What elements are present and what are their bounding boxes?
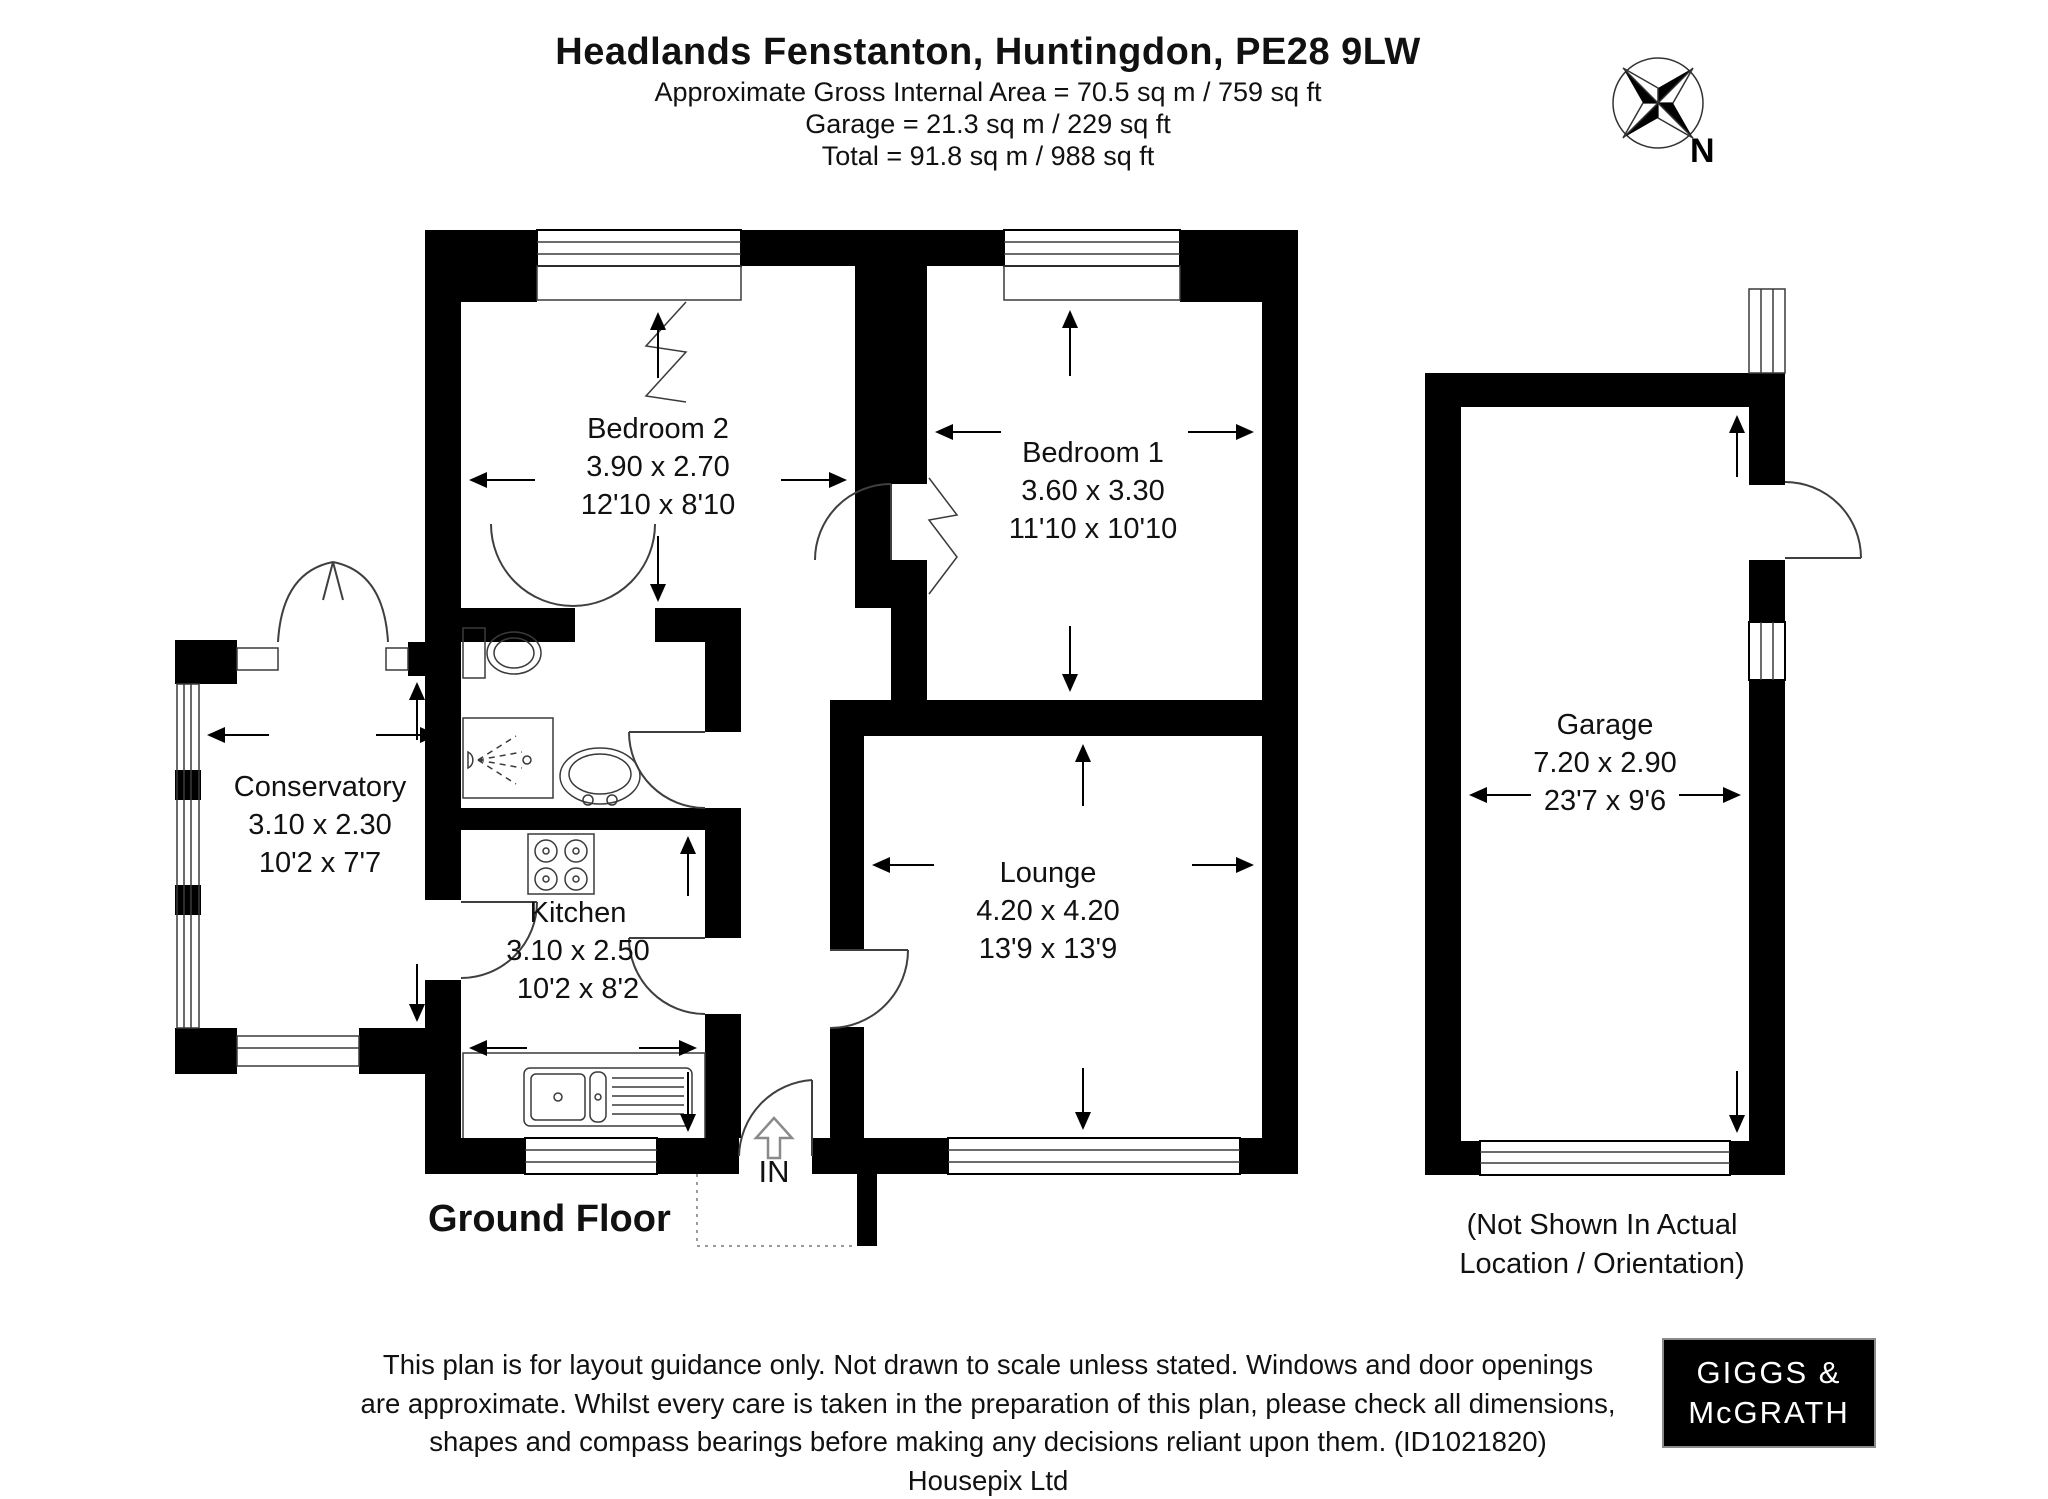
room-label-kitchen: Kitchen 3.10 x 2.50 10'2 x 8'2 — [506, 894, 650, 1008]
entrance-label: IN — [758, 1154, 790, 1189]
room-label-lounge: Lounge 4.20 x 4.20 13'9 x 13'9 — [976, 854, 1120, 968]
room-metric-size: 7.20 x 2.90 — [1533, 747, 1677, 779]
disclaimer-line1: This plan is for layout guidance only. N… — [382, 1349, 1594, 1380]
room-imperial-size: 23'7 x 9'6 — [1543, 785, 1667, 817]
room-metric-size: 3.10 x 2.30 — [248, 809, 392, 841]
garage-structure — [1425, 288, 1862, 1176]
compass: N — [1612, 57, 1715, 170]
room-metric-size: 3.90 x 2.70 — [586, 451, 730, 483]
room-label-bedroom2: Bedroom 2 3.90 x 2.70 12'10 x 8'10 — [581, 410, 736, 524]
disclaimer-line2: are approximate. Whilst every care is ta… — [360, 1387, 1616, 1419]
room-name: Bedroom 1 — [1022, 437, 1164, 469]
area-line-3: Total = 91.8 sq m / 988 sq ft — [821, 141, 1155, 171]
house-windows — [524, 229, 1241, 1175]
entrance-arrow-icon — [753, 1116, 795, 1160]
shower-fixture — [462, 717, 554, 799]
hob-fixture — [527, 833, 595, 895]
credit: Housepix Ltd — [907, 1464, 1069, 1496]
garage-note: (Not Shown In Actual Location / Orientat… — [1459, 1206, 1744, 1284]
area-line-1: Approximate Gross Internal Area = 70.5 s… — [654, 77, 1322, 107]
garage-note-line1: (Not Shown In Actual — [1466, 1209, 1738, 1241]
room-name: Lounge — [999, 857, 1097, 889]
floor-label: Ground Floor — [428, 1198, 671, 1240]
area-line-2: Garage = 21.3 sq m / 229 sq ft — [805, 109, 1171, 139]
disclaimer-line3: shapes and compass bearings before makin… — [429, 1426, 1547, 1457]
room-imperial-size: 10'2 x 8'2 — [516, 973, 640, 1005]
sink-fixture — [462, 1052, 706, 1138]
agency-logo-line2: McGRATH — [1688, 1395, 1850, 1430]
dimension-arrows — [207, 310, 1745, 1133]
room-imperial-size: 13'9 x 13'9 — [978, 933, 1118, 965]
room-metric-size: 3.10 x 2.50 — [506, 935, 650, 967]
basin-fixture — [559, 747, 641, 806]
room-label-garage: Garage 7.20 x 2.90 23'7 x 9'6 — [1533, 706, 1677, 820]
room-label-bedroom1: Bedroom 1 3.60 x 3.30 11'10 x 10'10 — [1009, 434, 1178, 548]
agency-logo-line1: GIGGS & — [1696, 1355, 1842, 1390]
room-name: Kitchen — [529, 897, 627, 929]
room-metric-size: 3.60 x 3.30 — [1021, 475, 1165, 507]
room-metric-size: 4.20 x 4.20 — [976, 895, 1120, 927]
conservatory-structure — [175, 561, 461, 1074]
room-name: Garage — [1556, 709, 1654, 741]
house-walls — [425, 230, 1298, 1246]
room-imperial-size: 11'10 x 10'10 — [1008, 513, 1178, 545]
room-imperial-size: 10'2 x 7'7 — [258, 847, 382, 879]
plan-header: Headlands Fenstanton, Huntingdon, PE28 9… — [555, 28, 1421, 172]
disclaimer: This plan is for layout guidance only. N… — [361, 1346, 1616, 1499]
porch-outline — [696, 1174, 857, 1247]
room-label-conservatory: Conservatory 3.10 x 2.30 10'2 x 7'7 — [234, 768, 406, 882]
room-name: Conservatory — [233, 771, 407, 803]
toilet-fixture — [462, 627, 542, 679]
door-arcs — [460, 301, 959, 1157]
room-imperial-size: 12'10 x 8'10 — [580, 489, 736, 521]
room-name: Bedroom 2 — [587, 413, 729, 445]
compass-north-label: N — [1690, 132, 1715, 170]
agency-logo: GIGGS & McGRATH — [1662, 1338, 1876, 1448]
garage-note-line2: Location / Orientation) — [1459, 1248, 1745, 1280]
page-title: Headlands Fenstanton, Huntingdon, PE28 9… — [555, 31, 1421, 73]
